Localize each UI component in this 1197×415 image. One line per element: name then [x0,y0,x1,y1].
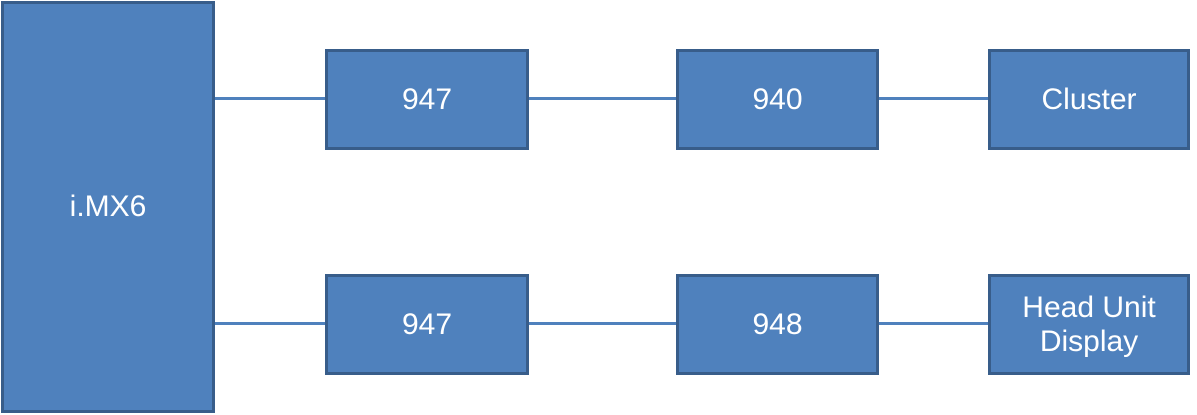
serializer-bottom-label: 947 [401,307,453,341]
head-unit-label-line1: Head Unit [1022,290,1156,324]
connector-soc-to-serializer-bottom [215,322,325,325]
head-unit-label-line2: Display [1039,324,1139,358]
soc-box: i.MX6 [1,1,215,413]
head-unit-display-box: Head Unit Display [988,274,1190,375]
serializer-box-top: 947 [325,49,529,150]
connector-deserializer-to-head-unit [879,322,988,325]
cluster-label: Cluster [1041,82,1137,116]
deserializer-top-label: 940 [752,82,803,116]
deserializer-bottom-label: 948 [752,307,803,341]
soc-label: i.MX6 [69,190,147,223]
serializer-box-bottom: 947 [325,274,529,375]
connector-serializer-to-deserializer-bottom [529,322,676,325]
connector-deserializer-to-cluster [879,97,988,100]
deserializer-box-top: 940 [676,49,879,150]
deserializer-box-bottom: 948 [676,274,879,375]
serializer-top-label: 947 [401,82,453,116]
connector-serializer-to-deserializer-top [529,97,676,100]
cluster-box: Cluster [988,49,1190,150]
connector-soc-to-serializer-top [215,97,325,100]
